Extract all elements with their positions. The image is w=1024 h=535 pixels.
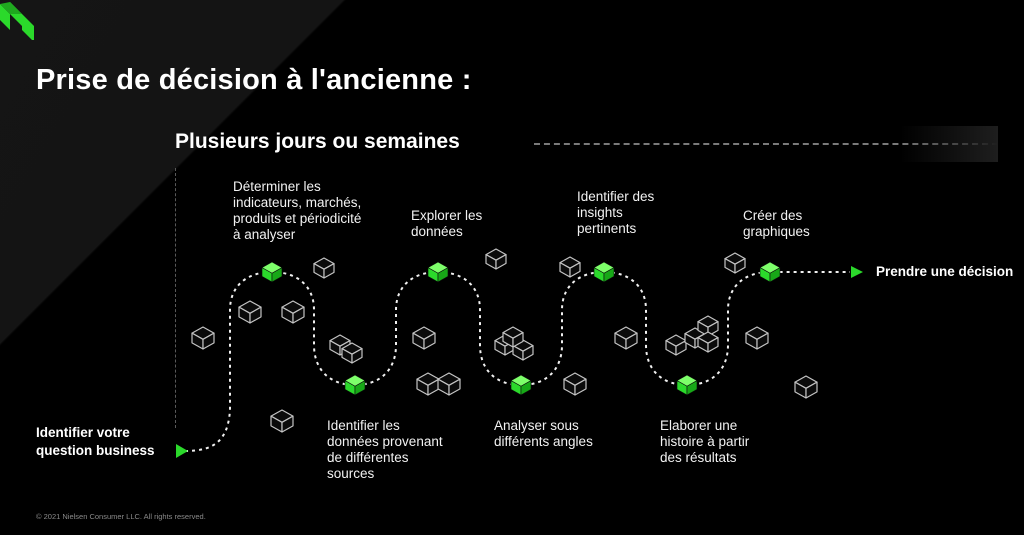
start-label-line: question business — [36, 443, 155, 458]
outline-cube-icon — [238, 300, 262, 324]
outline-cube-icon — [416, 372, 440, 396]
step-label-3: Explorer les données — [411, 208, 482, 240]
outline-cube-icon — [697, 331, 719, 353]
step-line: des résultats — [660, 450, 737, 465]
green-cube-icon — [261, 261, 283, 283]
step-line: différents angles — [494, 434, 593, 449]
step-line: graphiques — [743, 224, 810, 239]
outline-cube-icon — [502, 326, 524, 348]
outline-cube-icon — [412, 326, 436, 350]
step-label-5: Identifier des insights pertinents — [577, 189, 654, 237]
green-cube-icon — [510, 374, 532, 396]
nielsen-logo-icon — [0, 2, 34, 40]
outline-cube-icon — [281, 300, 305, 324]
start-label-line: Identifier votre — [36, 425, 130, 440]
outline-cube-icon — [191, 326, 215, 350]
outline-cube-icon — [512, 339, 534, 361]
step-label-4: Analyser sous différents angles — [494, 418, 593, 450]
step-label-1: Déterminer les indicateurs, marchés, pro… — [233, 179, 361, 243]
outline-cube-icon — [313, 257, 335, 279]
green-cube-icon — [344, 374, 366, 396]
step-line: pertinents — [577, 221, 637, 236]
step-line: Explorer les — [411, 208, 483, 223]
step-label-7: Créer des graphiques — [743, 208, 810, 240]
outline-cube-icon — [794, 375, 818, 399]
step-line: Créer des — [743, 208, 803, 223]
outline-cube-icon — [485, 248, 507, 270]
outline-cube-icon — [665, 334, 687, 356]
step-line: Déterminer les — [233, 179, 321, 194]
timeline-vertical-guide — [175, 168, 176, 428]
step-line: de différentes — [327, 450, 409, 465]
green-cube-icon — [593, 261, 615, 283]
step-label-6: Elaborer une histoire à partir des résul… — [660, 418, 749, 466]
outline-cube-icon — [559, 256, 581, 278]
outline-cube-icon — [563, 372, 587, 396]
outline-cube-icon — [437, 372, 461, 396]
step-line: Identifier les — [327, 418, 400, 433]
end-arrow-icon — [851, 266, 863, 278]
green-cube-icon — [759, 261, 781, 283]
step-line: insights — [577, 205, 623, 220]
outline-cube-icon — [724, 252, 746, 274]
step-line: Identifier des — [577, 189, 655, 204]
outline-cube-icon — [341, 342, 363, 364]
timeline-dashed-line — [534, 143, 998, 145]
step-line: produits et périodicité — [233, 211, 362, 226]
step-label-2: Identifier les données provenant de diff… — [327, 418, 443, 482]
step-line: données provenant — [327, 434, 443, 449]
step-line: indicateurs, marchés, — [233, 195, 362, 210]
step-line: sources — [327, 466, 375, 481]
green-cube-icon — [676, 374, 698, 396]
timeline-fade — [900, 126, 998, 162]
step-line: Elaborer une — [660, 418, 738, 433]
step-line: histoire à partir — [660, 434, 750, 449]
start-arrow-icon — [176, 444, 188, 458]
process-path — [184, 270, 850, 452]
start-label: Identifier votre question business — [36, 424, 155, 460]
outline-cube-icon — [270, 409, 294, 433]
page-title: Prise de décision à l'ancienne : — [36, 64, 472, 96]
duration-label: Plusieurs jours ou semaines — [175, 130, 460, 153]
green-cube-icon — [427, 261, 449, 283]
end-label: Prendre une décision — [876, 264, 1014, 279]
copyright-notice: © 2021 Nielsen Consumer LLC. All rights … — [36, 512, 206, 521]
step-line: à analyser — [233, 227, 296, 242]
outline-cube-icon — [697, 315, 719, 337]
step-line: données — [411, 224, 463, 239]
outline-cube-icon — [745, 326, 769, 350]
outline-cube-icon — [614, 326, 638, 350]
step-line: Analyser sous — [494, 418, 579, 433]
